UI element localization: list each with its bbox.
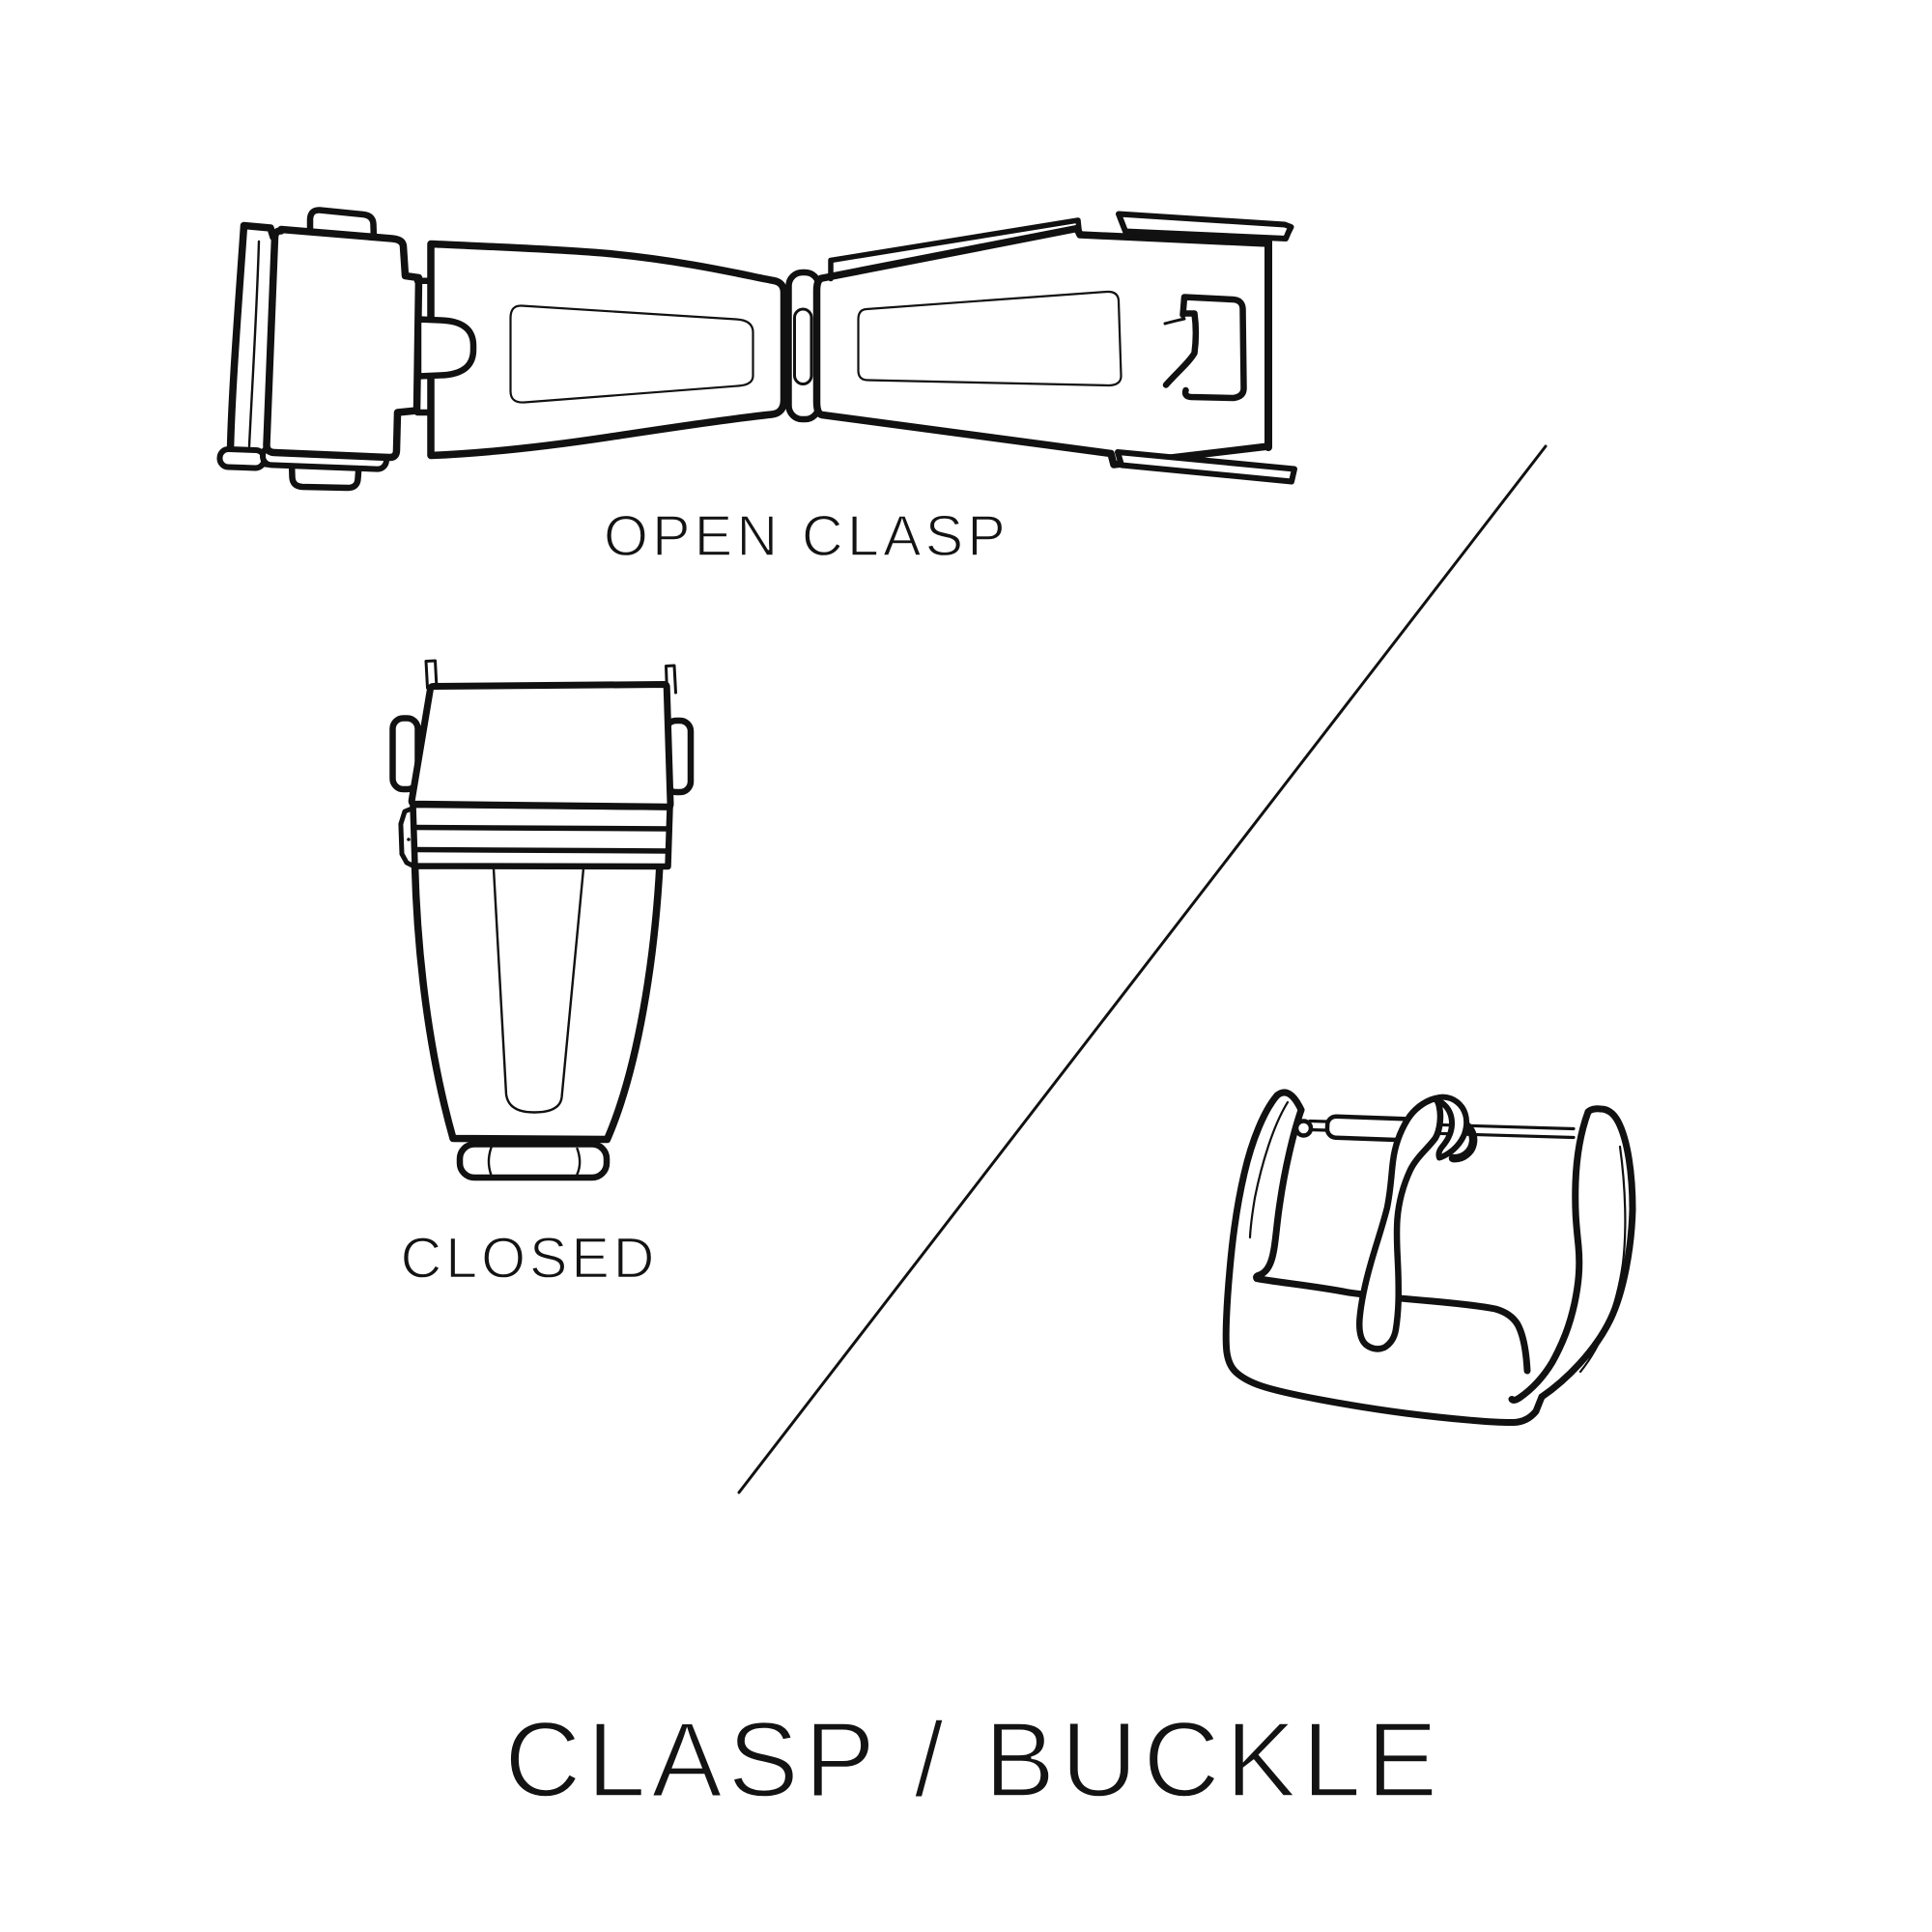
svg-text:CLASP / BUCKLE: CLASP / BUCKLE <box>504 1701 1443 1820</box>
svg-text:OPEN CLASP: OPEN CLASP <box>604 504 1009 568</box>
svg-text:CLOSED: CLOSED <box>401 1227 659 1291</box>
